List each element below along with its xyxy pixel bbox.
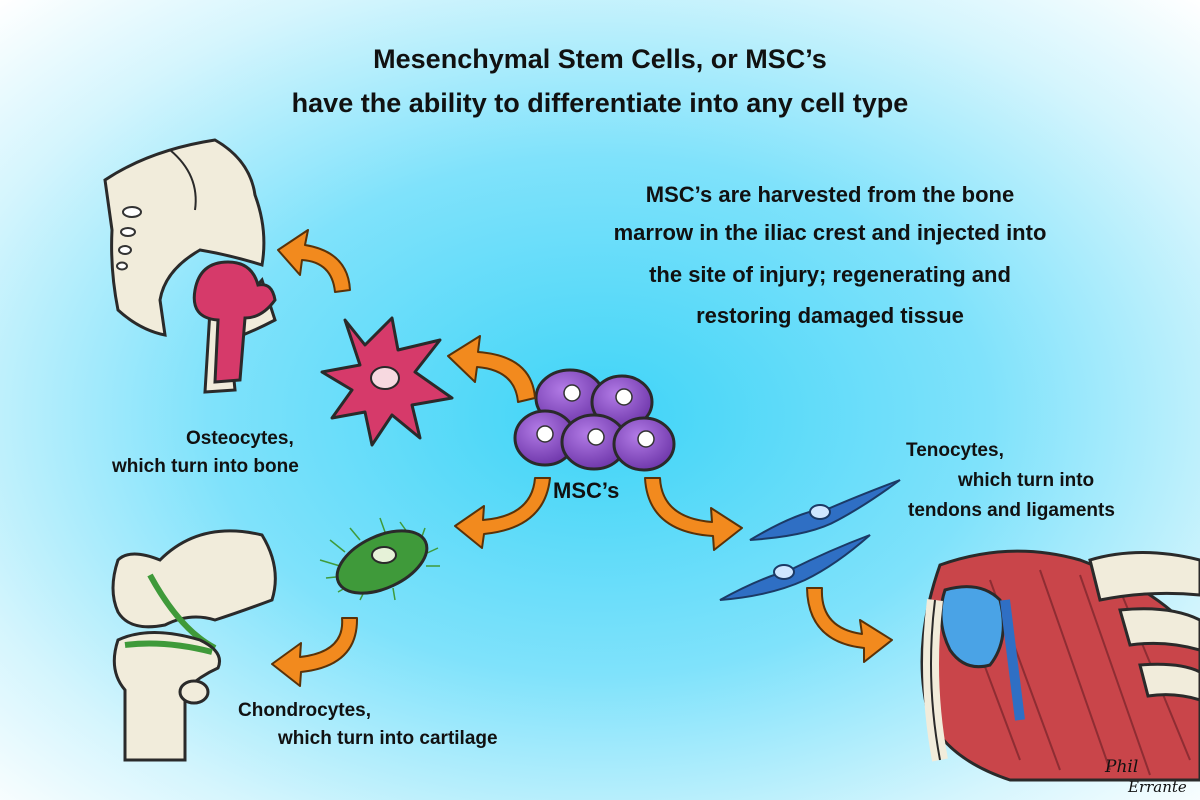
chondrocyte-cell [319, 517, 440, 601]
arrow-icon [644, 477, 743, 551]
osteocytes-description: which turn into bone [112, 456, 299, 477]
artist-signature: Phil Errante [1104, 757, 1187, 796]
arrow-icon [271, 617, 359, 687]
title-line-1: Mesenchymal Stem Cells, or MSC’s [373, 44, 827, 74]
info-line-1: MSC’s are harvested from the bone [645, 182, 1015, 207]
msc-cell-cluster [513, 368, 676, 472]
tenocytes-description-2: tendons and ligaments [908, 500, 1115, 521]
info-line-2: marrow in the iliac crest and injected i… [613, 220, 1047, 245]
info-line-4: restoring damaged tissue [696, 303, 964, 328]
arrow-icon [454, 477, 551, 549]
arrow-icon [447, 335, 536, 403]
osteocytes-label: Osteocytes, [186, 428, 294, 449]
info-line-3: the site of injury; regenerating and [649, 262, 1011, 287]
tenocytes-label: Tenocytes, [906, 440, 1004, 461]
title-line-2: have the ability to differentiate into a… [291, 88, 909, 118]
shoulder-illustration [920, 549, 1200, 782]
hip-bone-illustration [103, 138, 277, 394]
chondrocytes-description: which turn into cartilage [278, 728, 498, 749]
chondrocytes-label: Chondrocytes, [238, 700, 372, 721]
msc-label: MSC’s [553, 478, 620, 503]
knee-joint-illustration [111, 529, 277, 762]
signature-line-2: Errante [1127, 778, 1187, 796]
tenocytes-description-1: which turn into [958, 470, 1095, 491]
arrow-icon [806, 587, 893, 663]
arrow-icon [277, 229, 351, 293]
osteocyte-cell [320, 316, 454, 447]
tenocyte-cells [719, 479, 901, 601]
signature-line-1: Phil [1104, 757, 1138, 777]
